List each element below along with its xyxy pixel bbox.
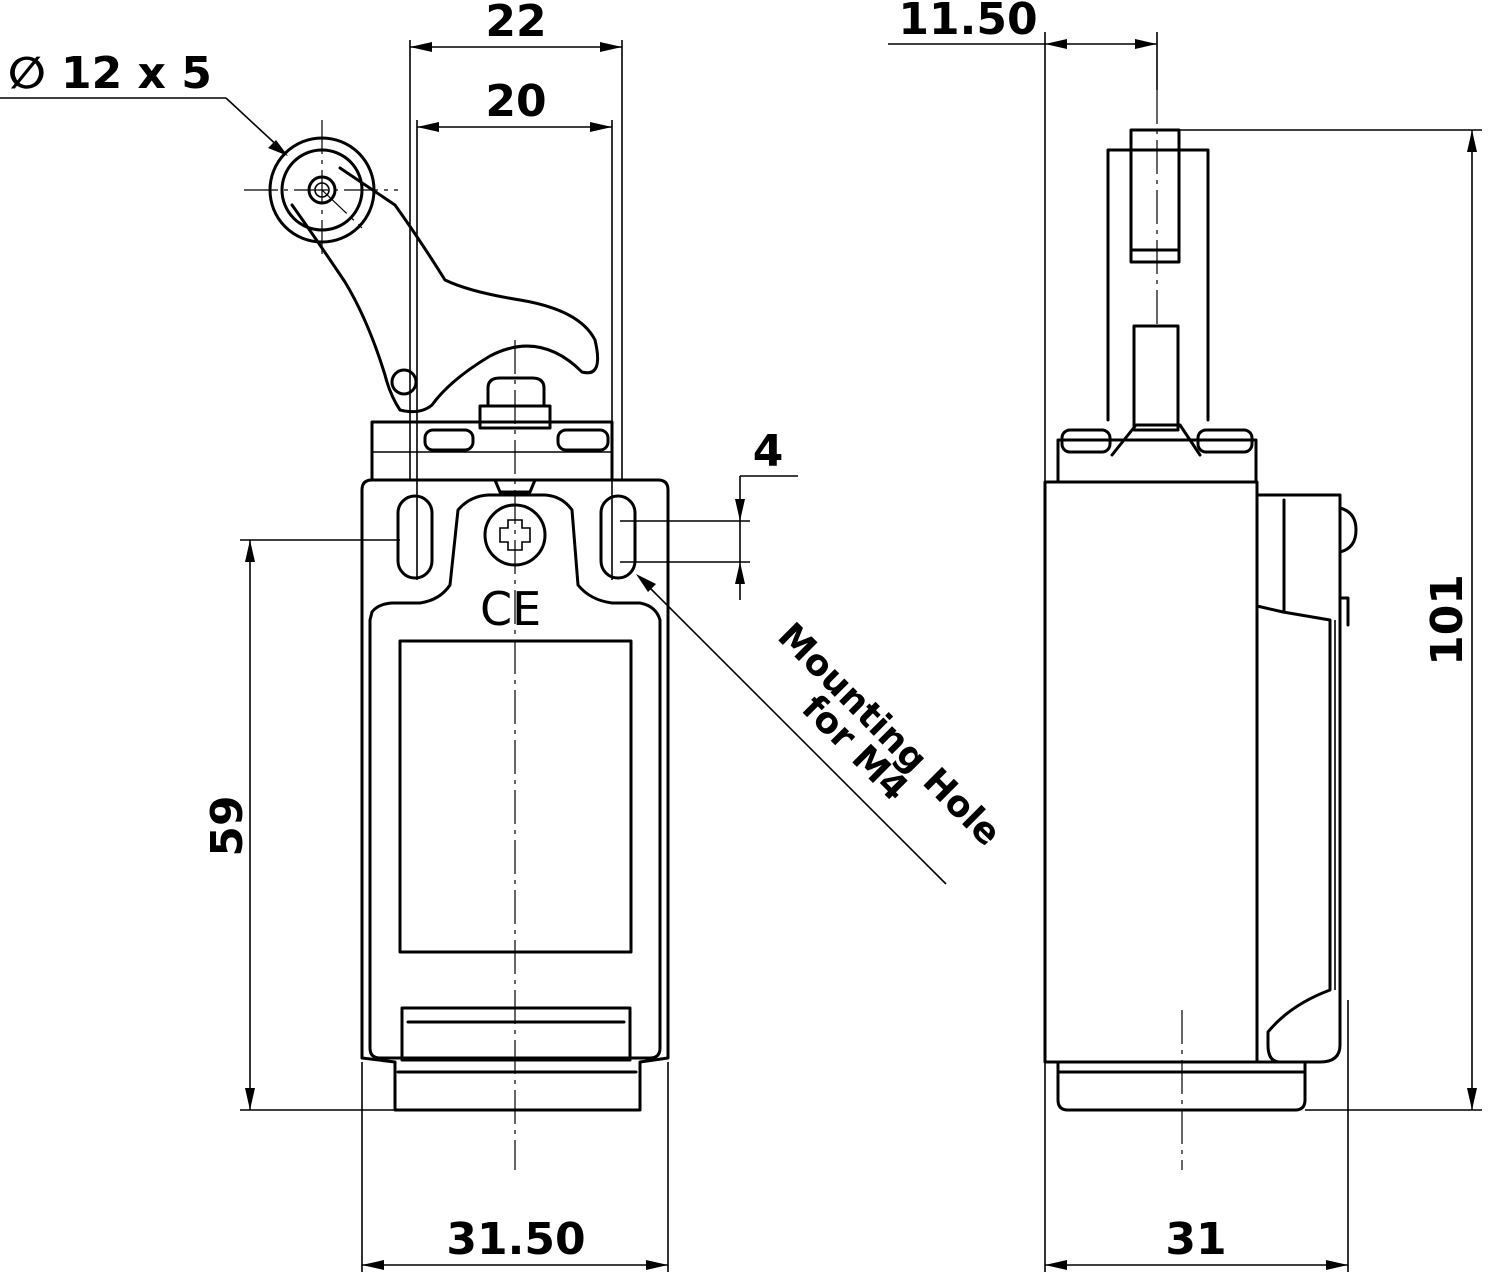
side-dimensions: 11.50 101 31 bbox=[888, 0, 1482, 1272]
mounting-slot-left bbox=[396, 494, 434, 580]
dim-height-101: 101 bbox=[1422, 574, 1473, 666]
side-head-base bbox=[1056, 438, 1258, 484]
dim-offset-11-50: 11.50 bbox=[898, 0, 1037, 45]
side-body bbox=[1043, 480, 1259, 1064]
dim-base-31: 31 bbox=[1165, 1214, 1226, 1265]
side-cover bbox=[1255, 493, 1342, 1064]
cable-entry bbox=[400, 1006, 632, 1062]
side-roller bbox=[1129, 128, 1181, 264]
ce-mark: CE bbox=[480, 582, 541, 636]
mounting-slot-right bbox=[599, 494, 637, 580]
dim-width-22: 22 bbox=[485, 0, 546, 47]
dim-height-59: 59 bbox=[202, 795, 253, 856]
dim-base-31-50: 31.50 bbox=[446, 1214, 585, 1265]
side-lever bbox=[1132, 324, 1180, 432]
dim-slot-4: 4 bbox=[753, 426, 784, 477]
front-dimensions: 22 20 ∅ 12 x 5 4 Mounting Hole for M4 59 bbox=[0, 0, 1009, 1272]
lever-pivot bbox=[390, 368, 418, 396]
front-cover-outline bbox=[368, 493, 662, 1060]
front-view: CE bbox=[244, 120, 670, 1170]
roller-lever bbox=[290, 166, 600, 414]
dim-roller-diameter: ∅ 12 x 5 bbox=[8, 48, 212, 99]
side-view bbox=[1043, 90, 1358, 1170]
front-body-outline bbox=[360, 478, 670, 1112]
dim-width-20: 20 bbox=[485, 76, 546, 127]
mounting-hole-note-line1: Mounting Hole bbox=[770, 615, 1009, 854]
